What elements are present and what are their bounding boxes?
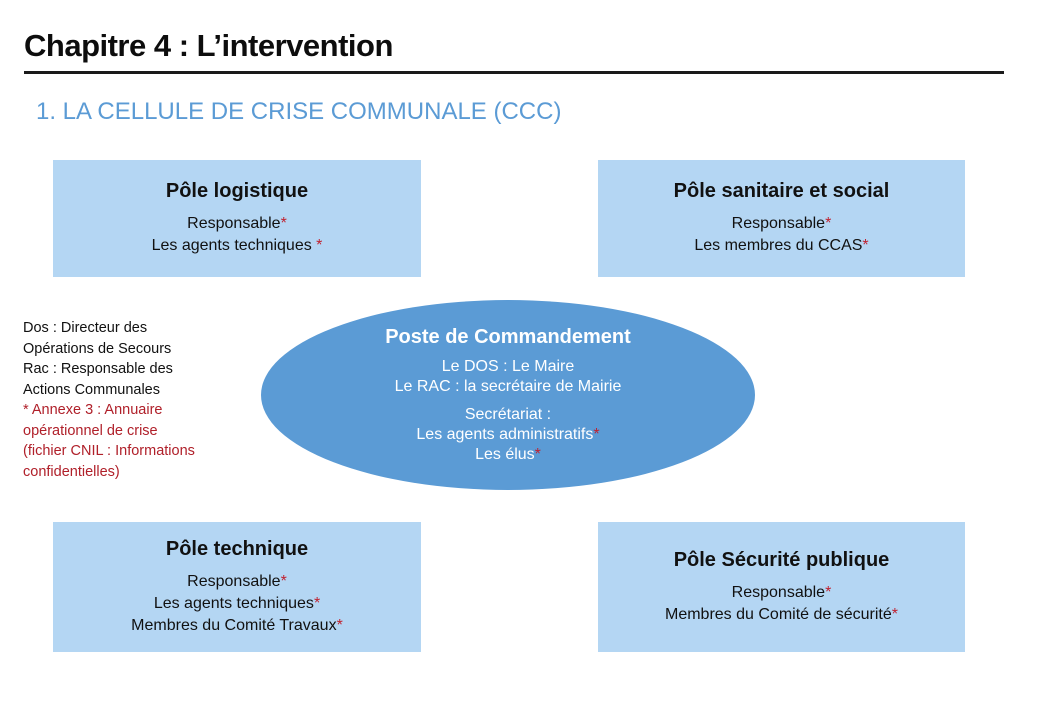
pole-line: Membres du Comité Travaux* xyxy=(131,616,343,634)
pole-line: Responsable* xyxy=(731,583,832,601)
asterisk-marker: * xyxy=(891,605,898,623)
pole-title: Pôle sanitaire et social xyxy=(673,180,890,202)
asterisk-marker: * xyxy=(280,215,287,232)
section-title: 1. LA CELLULE DE CRISE COMMUNALE (CCC) xyxy=(36,98,562,125)
asterisk-marker: * xyxy=(825,215,832,232)
ellipse-title: Poste de Commandement xyxy=(385,325,631,348)
pole-line: Membres du Comité de sécurité* xyxy=(665,605,898,623)
pole-securite-box: Pôle Sécurité publique Responsable* Memb… xyxy=(598,522,965,652)
legend-annex-line: * Annexe 3 : Annuaire xyxy=(23,402,163,418)
legend-annex-line: (fichier CNIL : Informations xyxy=(23,443,195,459)
asterisk-marker: * xyxy=(534,445,541,463)
ellipse-line: Les élus* xyxy=(475,445,541,463)
legend-note: Dos : Directeur des Opérations de Secour… xyxy=(23,318,253,482)
poste-commandement-ellipse: Poste de Commandement Le DOS : Le Maire … xyxy=(261,300,755,490)
asterisk-marker: * xyxy=(336,616,343,634)
ellipse-line: Le RAC : la secrétaire de Mairie xyxy=(394,377,622,395)
pole-sanitaire-box: Pôle sanitaire et social Responsable* Le… xyxy=(598,160,965,277)
legend-line: Dos : Directeur des xyxy=(23,320,148,336)
pole-title: Pôle Sécurité publique xyxy=(673,548,890,571)
legend-line: Actions Communales xyxy=(23,381,160,398)
asterisk-marker: * xyxy=(825,583,832,601)
pole-line: Les agents techniques* xyxy=(153,594,321,612)
legend-annex-line: opérationnel de crise xyxy=(23,422,158,439)
asterisk-marker: * xyxy=(280,572,287,590)
chapter-title: Chapitre 4 : L’intervention xyxy=(24,28,393,63)
pole-line: Responsable* xyxy=(187,572,287,590)
pole-line: Les membres du CCAS* xyxy=(694,237,869,254)
asterisk-marker: * xyxy=(593,425,600,443)
asterisk-marker: * xyxy=(316,237,323,254)
legend-annex-line: confidentielles) xyxy=(23,463,120,480)
asterisk-marker: * xyxy=(313,594,321,612)
pole-technique-box: Pôle technique Responsable* Les agents t… xyxy=(53,522,421,652)
ellipse-line: Secrétariat : xyxy=(464,405,552,423)
ellipse-line: Le DOS : Le Maire xyxy=(441,357,575,375)
legend-line: Opérations de Secours xyxy=(23,340,172,357)
pole-logistique-box: Pôle logistique Responsable* Les agents … xyxy=(53,160,421,277)
pole-line: Responsable* xyxy=(187,215,287,232)
title-divider xyxy=(24,71,1004,74)
pole-line: Responsable* xyxy=(731,215,832,232)
pole-title: Pôle technique xyxy=(165,537,309,560)
asterisk-marker: * xyxy=(862,237,869,254)
legend-line: Rac : Responsable des xyxy=(23,361,173,377)
pole-title: Pôle logistique xyxy=(165,180,309,202)
pole-line: Les agents techniques * xyxy=(151,237,323,254)
ellipse-line: Les agents administratifs* xyxy=(416,425,600,443)
